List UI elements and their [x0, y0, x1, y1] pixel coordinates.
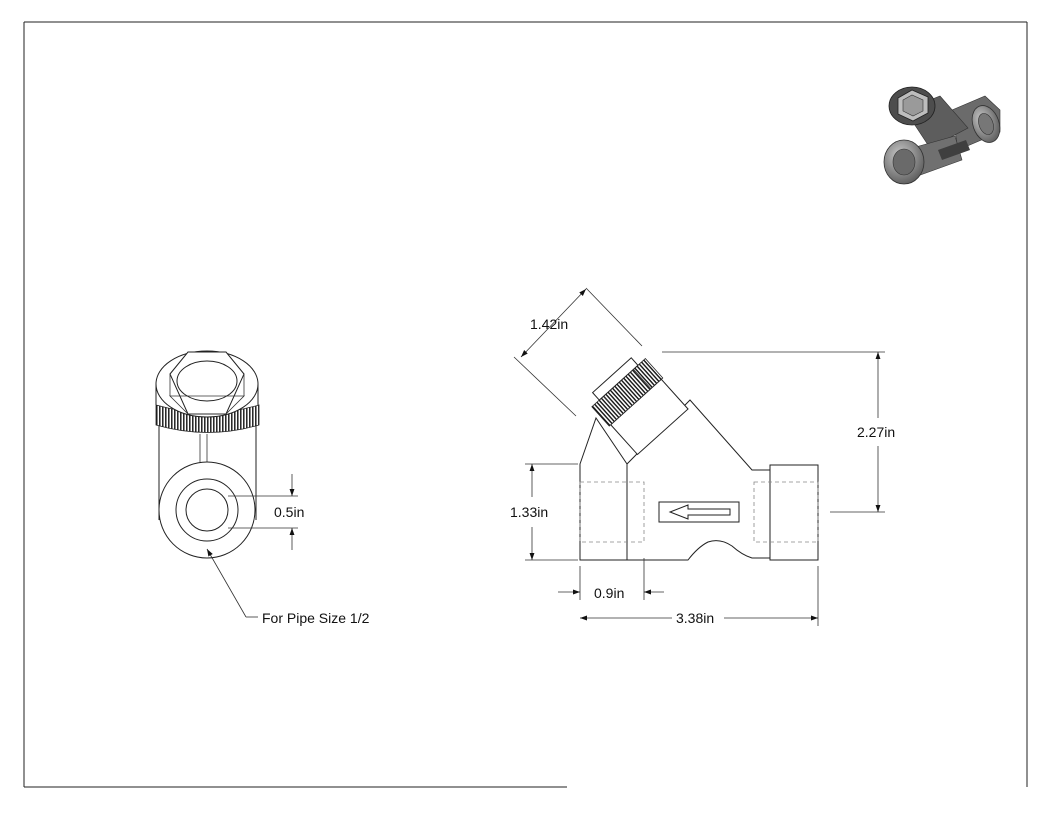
sheet-border — [23, 21, 1028, 788]
flow-direction-arrow-icon — [658, 501, 740, 523]
dim-overall-height-label: 2.27in — [857, 424, 895, 440]
dim-end-length-label: 0.9in — [594, 585, 624, 601]
dim-body-height-label: 1.33in — [510, 504, 548, 520]
end-view — [155, 350, 260, 559]
side-view — [579, 357, 819, 561]
dim-body-height — [525, 463, 578, 561]
dim-overall-length — [580, 566, 819, 626]
pipe-size-callout: For Pipe Size 1/2 — [262, 610, 370, 626]
dim-cap-length-label: 1.42in — [530, 316, 568, 332]
dim-overall-length-label: 3.38in — [676, 610, 714, 626]
pipe-size-leader — [206, 548, 258, 618]
isometric-strainer-icon — [883, 86, 1001, 185]
dim-cap-length — [513, 287, 643, 417]
dim-end-length — [558, 558, 664, 600]
dim-port-diameter-label: 0.5in — [274, 504, 304, 520]
dim-port-diameter — [228, 474, 298, 550]
dim-overall-height — [662, 351, 885, 513]
